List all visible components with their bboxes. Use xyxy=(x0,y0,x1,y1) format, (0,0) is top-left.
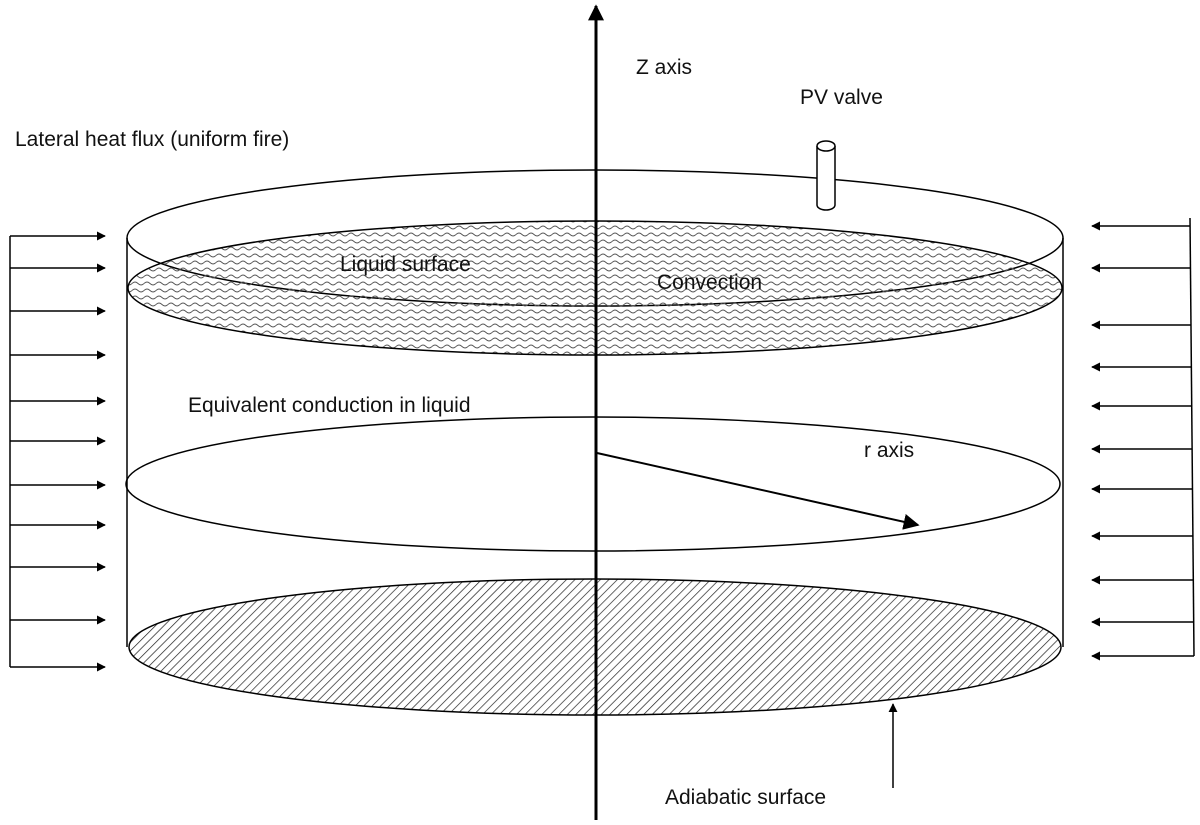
r-axis-label: r axis xyxy=(864,439,914,462)
pv-valve-label: PV valve xyxy=(800,86,883,109)
pv-valve-icon xyxy=(816,140,836,211)
conduction-plane xyxy=(125,416,1061,552)
lateral-heat-flux-label: Lateral heat flux (uniform fire) xyxy=(15,128,289,151)
convection-label: Convection xyxy=(657,271,762,294)
right-flux-bracket xyxy=(1189,217,1195,657)
equivalent-conduction-label: Equivalent conduction in liquid xyxy=(188,394,471,417)
adiabatic-surface-label: Adiabatic surface xyxy=(665,786,826,809)
liquid-surface-label: Liquid surface xyxy=(340,253,471,276)
r-axis-arrow xyxy=(596,452,920,530)
left-heat-flux-arrows xyxy=(9,231,106,672)
z-axis-label: Z axis xyxy=(636,56,692,79)
right-heat-flux-arrows xyxy=(1091,217,1195,661)
